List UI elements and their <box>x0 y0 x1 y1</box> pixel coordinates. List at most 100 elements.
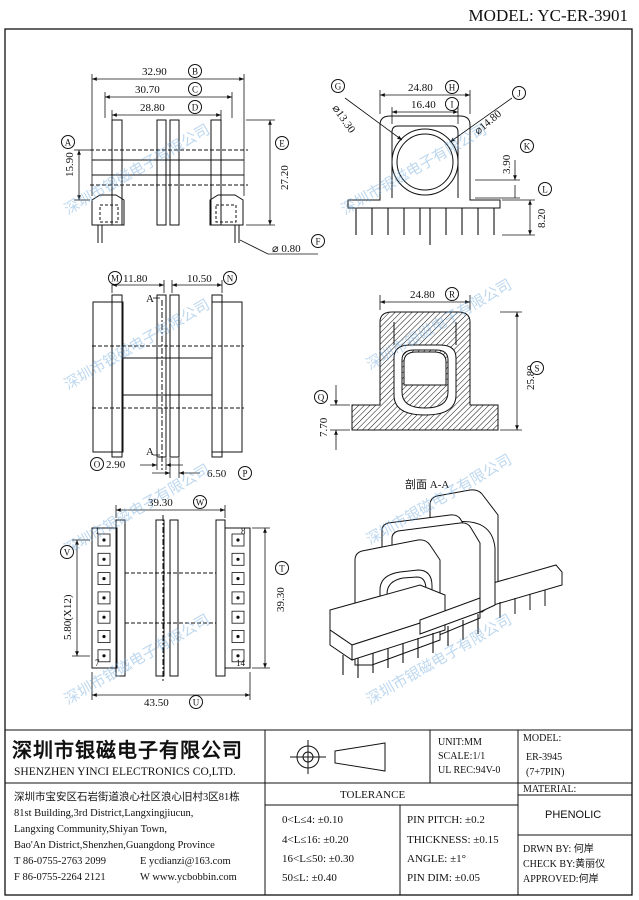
title-block <box>5 729 632 895</box>
pin-pad <box>231 630 245 643</box>
spec-ul: UL REC:94V-0 <box>438 765 500 776</box>
pin-hole <box>102 577 106 581</box>
svg-text:A: A <box>65 138 72 148</box>
bottom-view-dims <box>72 505 270 700</box>
company-name-cn: 深圳市银磁电子有限公司 <box>12 738 243 762</box>
pin-hole <box>102 557 106 561</box>
svg-text:T: T <box>279 564 285 574</box>
isometric-view <box>329 489 563 666</box>
pin-pad <box>97 610 111 624</box>
pin-hole <box>236 615 240 619</box>
dim-tag-G: G <box>331 79 345 93</box>
dim-T-value: 39.30 <box>275 587 287 612</box>
watermark-text: 深圳市银磁电子有限公司 <box>61 610 213 708</box>
company-tel: T 86-0755-2763 2099 <box>14 856 106 867</box>
svg-text:O: O <box>94 460 101 470</box>
pin-grid <box>97 533 245 663</box>
pin-hole <box>236 596 240 600</box>
front-view-dims <box>74 74 318 255</box>
svg-text:G: G <box>335 82 342 92</box>
svg-text:S: S <box>534 364 539 374</box>
pin-hole <box>236 634 240 639</box>
watermark-text: 深圳市银磁电子有限公司 <box>61 460 213 558</box>
tolerance-left: 50≤L: ±0.40 <box>282 872 337 884</box>
watermark-text: 深圳市银磁电子有限公司 <box>338 120 490 218</box>
front-view <box>90 119 248 243</box>
dim-U-value: 43.50 <box>144 697 169 709</box>
dim-tag-K: K <box>520 139 534 153</box>
svg-text:R: R <box>449 290 455 300</box>
address-line: Bao'An District,Shenzhen,Guangdong Provi… <box>14 840 215 851</box>
section-mark-bottom: A <box>146 446 154 458</box>
company-web: W www.ycbobbin.com <box>140 872 237 883</box>
svg-text:J: J <box>517 89 521 99</box>
pin-hole <box>102 654 106 658</box>
dim-D-value: 28.80 <box>140 102 165 114</box>
tolerance-right: PIN DIM: ±0.05 <box>407 872 480 884</box>
tolerance-right: THICKNESS: ±0.15 <box>407 834 499 846</box>
drawn-by: DRWN BY: 何岸 <box>523 842 594 855</box>
dim-M-value: 11.80 <box>123 273 148 285</box>
material-label: MATERIAL: <box>523 784 576 795</box>
dim-tag-B: B <box>188 64 202 78</box>
svg-text:F: F <box>315 237 320 247</box>
checked-by: CHECK BY:黄丽仪 <box>523 857 605 870</box>
pin-hole <box>236 577 240 581</box>
svg-text:U: U <box>193 698 200 708</box>
isometric-pins <box>342 614 479 678</box>
material-value: PHENOLIC <box>545 809 601 821</box>
dim-tag-N: N <box>223 271 237 285</box>
dim-tag-F: F <box>311 234 325 248</box>
svg-text:W: W <box>196 498 205 508</box>
model-pins: (7+7PIN) <box>526 767 564 778</box>
dim-E-value: 27.20 <box>279 165 291 190</box>
address-line: 81st Building,3rd District,Langxingjiucu… <box>14 808 193 819</box>
dim-F-value: ⌀ 0.80 <box>272 243 301 255</box>
dim-P-value: 6.50 <box>207 468 227 480</box>
dim-Q-value: 7.70 <box>318 417 330 437</box>
dim-tag-Q: Q <box>314 390 328 404</box>
dim-V-value: 5.80(X12) <box>62 594 74 640</box>
section-view-dims <box>330 295 522 450</box>
side-view <box>347 115 501 245</box>
section-label: 剖面 A-A <box>405 477 449 491</box>
watermark-text: 深圳市银磁电子有限公司 <box>61 120 213 218</box>
address-line: Langxing Community,Shiyan Town, <box>14 824 167 835</box>
tolerance-left: 0<L≤4: ±0.10 <box>282 814 344 826</box>
pin-hole <box>102 634 106 639</box>
svg-text:K: K <box>524 142 531 152</box>
tolerance-right: ANGLE: ±1° <box>407 853 466 865</box>
pin-hole <box>102 596 106 600</box>
dim-O-value: 2.90 <box>106 459 126 471</box>
pin-hole <box>102 615 106 619</box>
dim-W-value: 39.30 <box>148 497 173 509</box>
dim-tag-U: U <box>189 695 203 709</box>
tolerance-title: TOLERANCE <box>340 789 405 801</box>
tolerance-left: 16<L≤50: ±0.30 <box>282 853 355 865</box>
dim-A-value: 15.90 <box>64 152 76 177</box>
pin-pad <box>231 552 245 566</box>
pin-hole <box>236 538 240 542</box>
dim-tag-W: W <box>193 495 207 509</box>
dim-tag-D: D <box>188 100 202 114</box>
pin-pad <box>97 552 111 566</box>
pin-pad <box>97 591 111 605</box>
dim-I-value: 16.40 <box>411 99 436 111</box>
svg-text:D: D <box>192 103 199 113</box>
svg-text:Q: Q <box>318 393 325 403</box>
model-title: MODEL: YC-ER-3901 <box>469 6 628 25</box>
tolerance-right: PIN PITCH: ±0.2 <box>407 814 485 826</box>
pin-hole <box>102 538 106 542</box>
pin-label-1: 1 <box>95 526 100 536</box>
pin-pad <box>231 649 245 663</box>
dim-tag-O: O <box>90 457 104 471</box>
pin-pad <box>97 649 111 663</box>
top-view <box>92 294 244 470</box>
svg-text:C: C <box>192 85 198 95</box>
dim-tag-I: I <box>445 97 459 111</box>
approved-by: APPROVED:何岸 <box>523 872 599 885</box>
watermark-text: 深圳市银磁电子有限公司 <box>61 295 213 393</box>
svg-text:I: I <box>451 100 454 110</box>
pin-label-14: 14 <box>236 658 246 668</box>
